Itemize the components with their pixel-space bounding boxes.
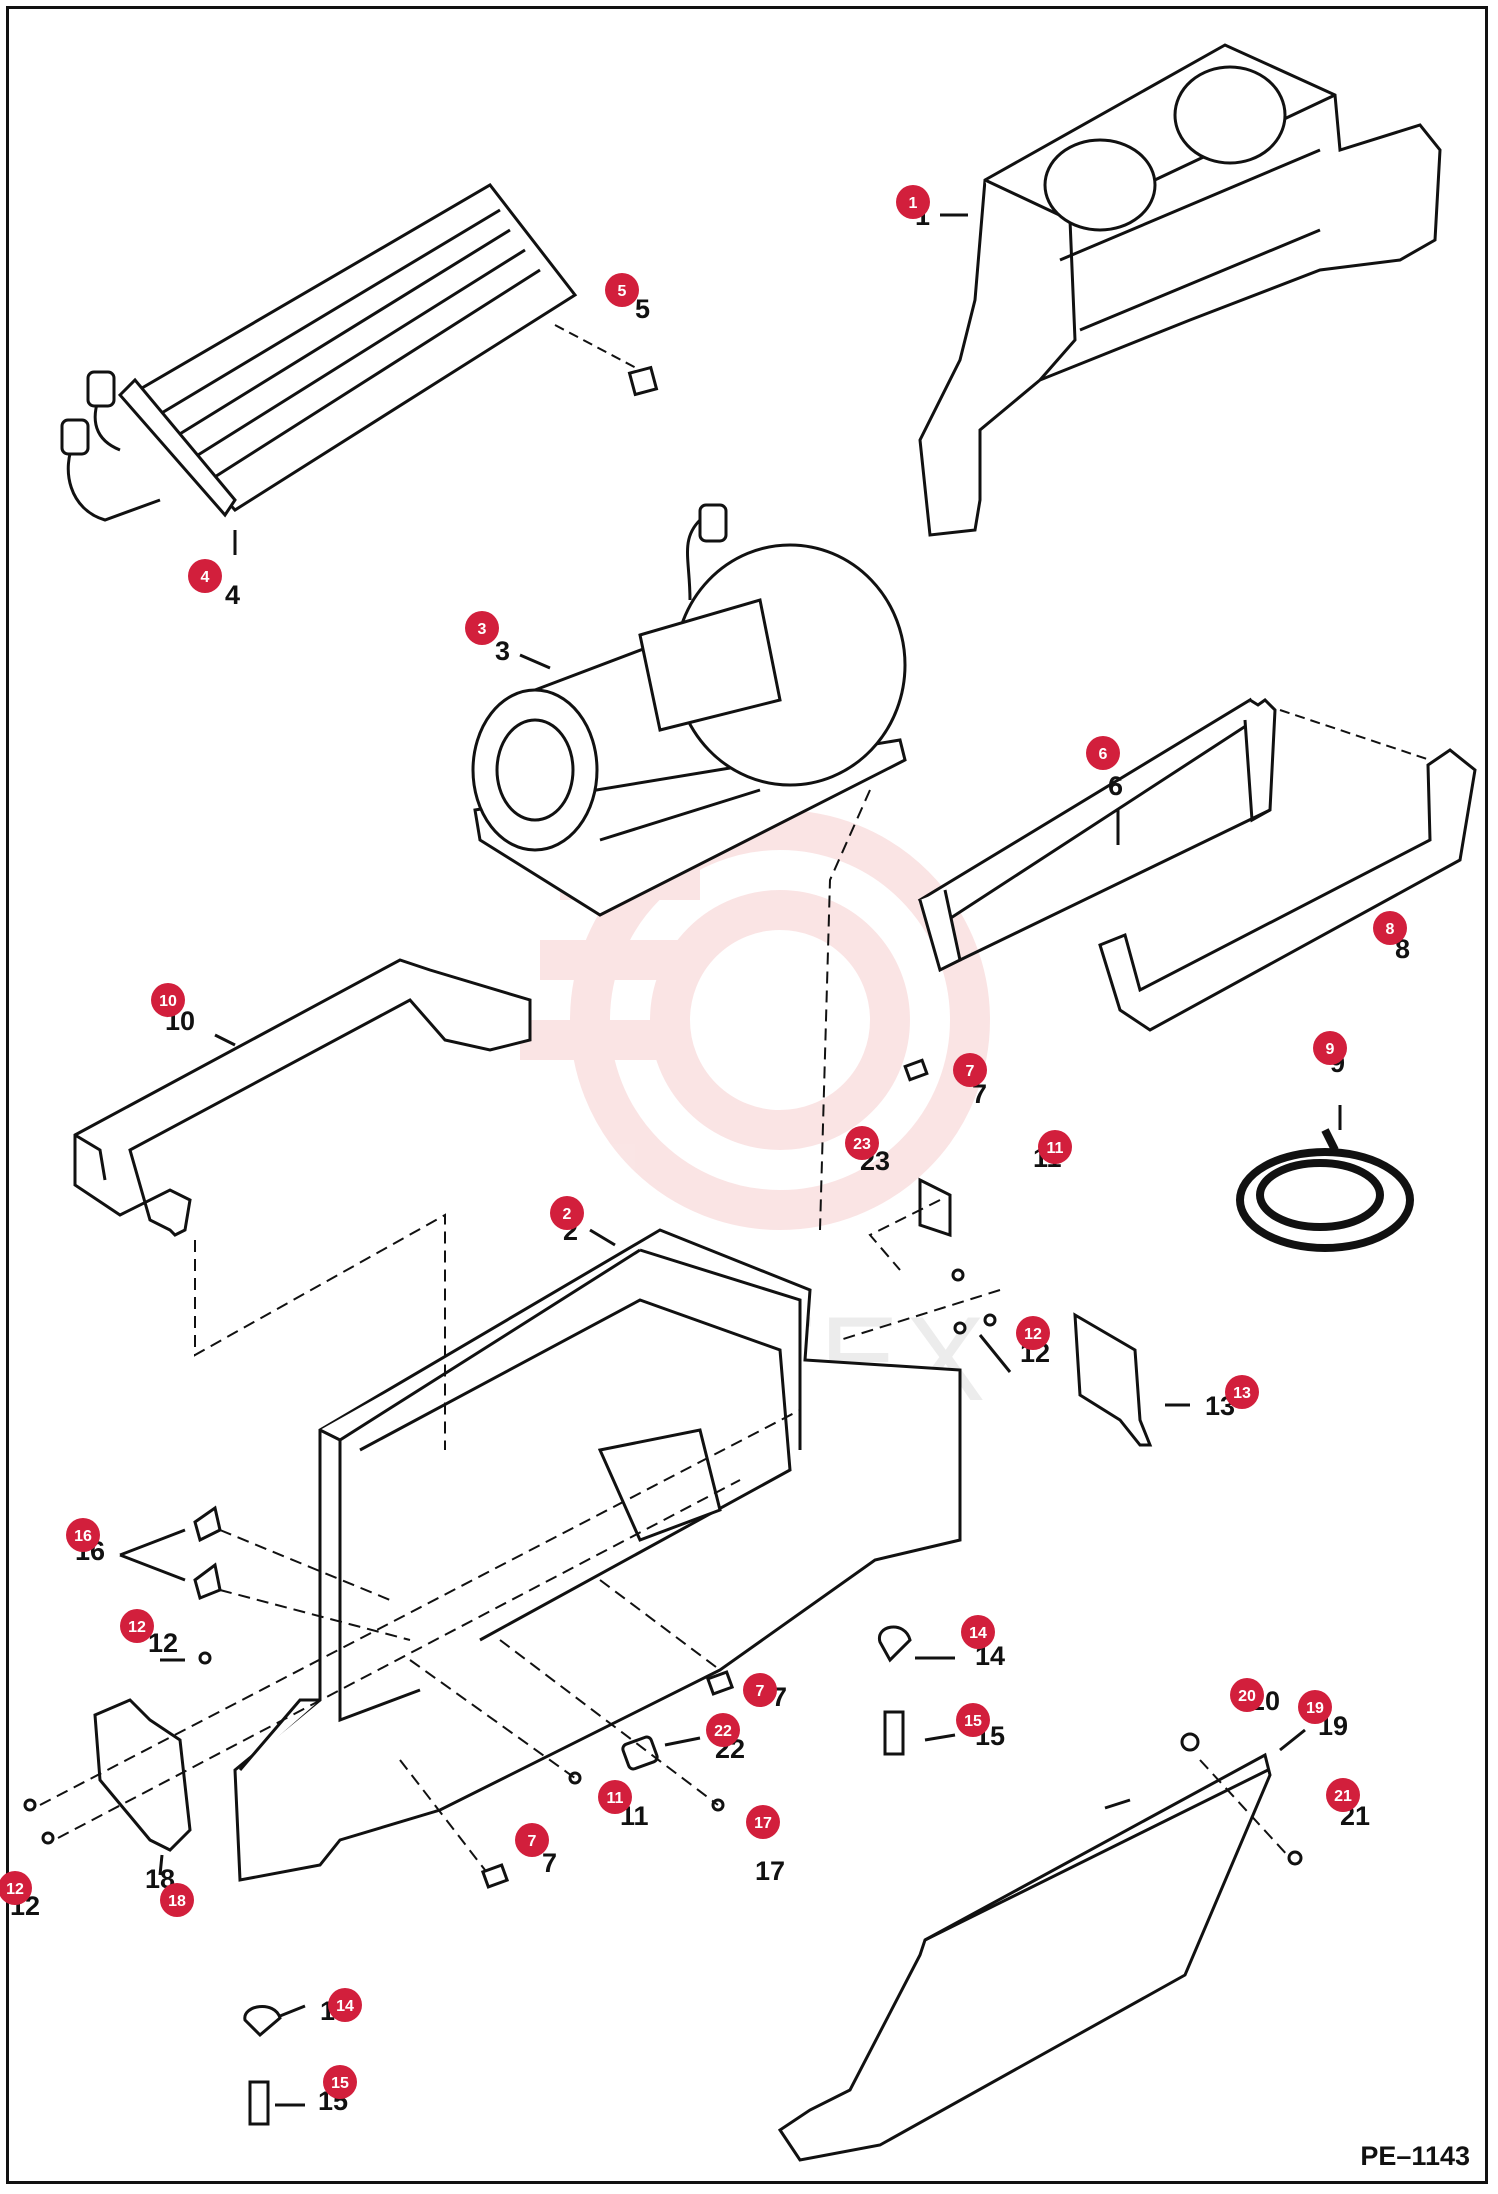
svg-text:3: 3 (478, 621, 487, 638)
part-small-bracket (918, 1177, 952, 1238)
callout[interactable]: 12 (120, 1609, 154, 1643)
callout[interactable]: 23 (845, 1126, 879, 1160)
callout[interactable]: 15 (323, 2065, 357, 2099)
part-heater-core (60, 183, 578, 522)
svg-text:18: 18 (168, 1893, 186, 1910)
callout[interactable]: 9 (1313, 1031, 1347, 1065)
page-code: PE–1143 (1360, 2141, 1470, 2171)
part-blower-housing-assembly (918, 43, 1442, 537)
callout[interactable]: 7 (515, 1823, 549, 1857)
callout[interactable]: 14 (328, 1988, 362, 2022)
page-border (6, 6, 1488, 2184)
svg-text:12: 12 (128, 1619, 146, 1636)
part-number: 7 (972, 1079, 987, 1109)
svg-text:16: 16 (74, 1528, 92, 1545)
svg-text:4: 4 (201, 569, 210, 586)
svg-text:20: 20 (1238, 1688, 1256, 1705)
callout[interactable]: 3 (465, 611, 499, 645)
svg-text:15: 15 (964, 1713, 982, 1730)
callout-circles: 1 2 3 4 5 6 7 7 7 8 9 10 11 11 12 12 12 … (0, 185, 1407, 2099)
svg-text:21: 21 (1334, 1788, 1352, 1805)
svg-text:9: 9 (1326, 1041, 1335, 1058)
svg-text:7: 7 (966, 1063, 975, 1080)
part-number: 3 (495, 636, 510, 666)
callout[interactable]: 19 (1298, 1690, 1332, 1724)
svg-text:11: 11 (1047, 1140, 1064, 1157)
part-bracket-plate (93, 1698, 192, 1852)
part-gasket-lower (1098, 748, 1477, 1032)
svg-text:8: 8 (1386, 921, 1395, 938)
svg-text:7: 7 (528, 1833, 537, 1850)
part-drain-hose (1236, 1128, 1414, 1252)
part-gasket-upper (917, 697, 1277, 973)
dashed-leaders (39, 789, 1291, 1871)
callout[interactable]: 12 (1016, 1316, 1050, 1350)
part-clip (627, 365, 659, 397)
part-number: 12 (148, 1628, 178, 1658)
callout[interactable]: 17 (746, 1805, 780, 1839)
callout[interactable]: 7 (743, 1673, 777, 1707)
svg-text:14: 14 (336, 1998, 354, 2015)
callout[interactable]: 11 (1038, 1130, 1072, 1164)
svg-text:7: 7 (756, 1683, 765, 1700)
callout[interactable]: 14 (961, 1615, 995, 1649)
svg-text:1: 1 (909, 195, 918, 212)
part-cover-plate (1073, 1312, 1153, 1447)
callout[interactable]: 8 (1373, 911, 1407, 945)
svg-text:23: 23 (853, 1136, 871, 1153)
part-blower-motor (471, 503, 907, 917)
callout[interactable]: 11 (598, 1780, 632, 1814)
callout[interactable]: 1 (896, 185, 930, 219)
svg-text:14: 14 (969, 1625, 987, 1642)
callout[interactable]: 4 (188, 559, 222, 593)
svg-text:15: 15 (331, 2075, 349, 2092)
svg-text:12: 12 (1024, 1326, 1042, 1343)
svg-text:19: 19 (1306, 1700, 1324, 1717)
callout[interactable]: 10 (151, 983, 185, 1017)
svg-text:10: 10 (159, 993, 177, 1010)
watermark-logo (520, 810, 990, 1230)
leader-lines (119, 213, 1342, 2107)
callout[interactable]: 20 (1230, 1678, 1264, 1712)
callout[interactable]: 5 (605, 273, 639, 307)
part-gasket-left (73, 958, 532, 1237)
part-number: 6 (1108, 771, 1123, 801)
part-number: 4 (225, 580, 240, 610)
callout[interactable]: 18 (160, 1883, 194, 1917)
hardware-fasteners (23, 1058, 1303, 2126)
svg-text:13: 13 (1233, 1385, 1251, 1402)
callout[interactable]: 22 (706, 1713, 740, 1747)
svg-text:2: 2 (563, 1206, 572, 1223)
callout[interactable]: 6 (1086, 736, 1120, 770)
svg-text:22: 22 (714, 1723, 732, 1740)
dashed-leader (1279, 709, 1431, 761)
svg-text:6: 6 (1099, 746, 1108, 763)
callout[interactable]: 12 (0, 1871, 32, 1905)
part-number: 17 (755, 1856, 785, 1886)
part-cover-panel (777, 1752, 1272, 2162)
callout[interactable]: 2 (550, 1196, 584, 1230)
callout[interactable]: 13 (1225, 1375, 1259, 1409)
callout[interactable]: 7 (953, 1053, 987, 1087)
svg-text:11: 11 (607, 1790, 624, 1807)
svg-text:5: 5 (618, 283, 627, 300)
callout[interactable]: 16 (66, 1518, 100, 1552)
dashed-leader (554, 324, 641, 371)
svg-text:17: 17 (754, 1815, 772, 1832)
callout[interactable]: 15 (956, 1703, 990, 1737)
part-number: 5 (635, 294, 650, 324)
part-number: 7 (542, 1848, 557, 1878)
callout[interactable]: 21 (1326, 1778, 1360, 1812)
svg-text:12: 12 (6, 1881, 24, 1898)
